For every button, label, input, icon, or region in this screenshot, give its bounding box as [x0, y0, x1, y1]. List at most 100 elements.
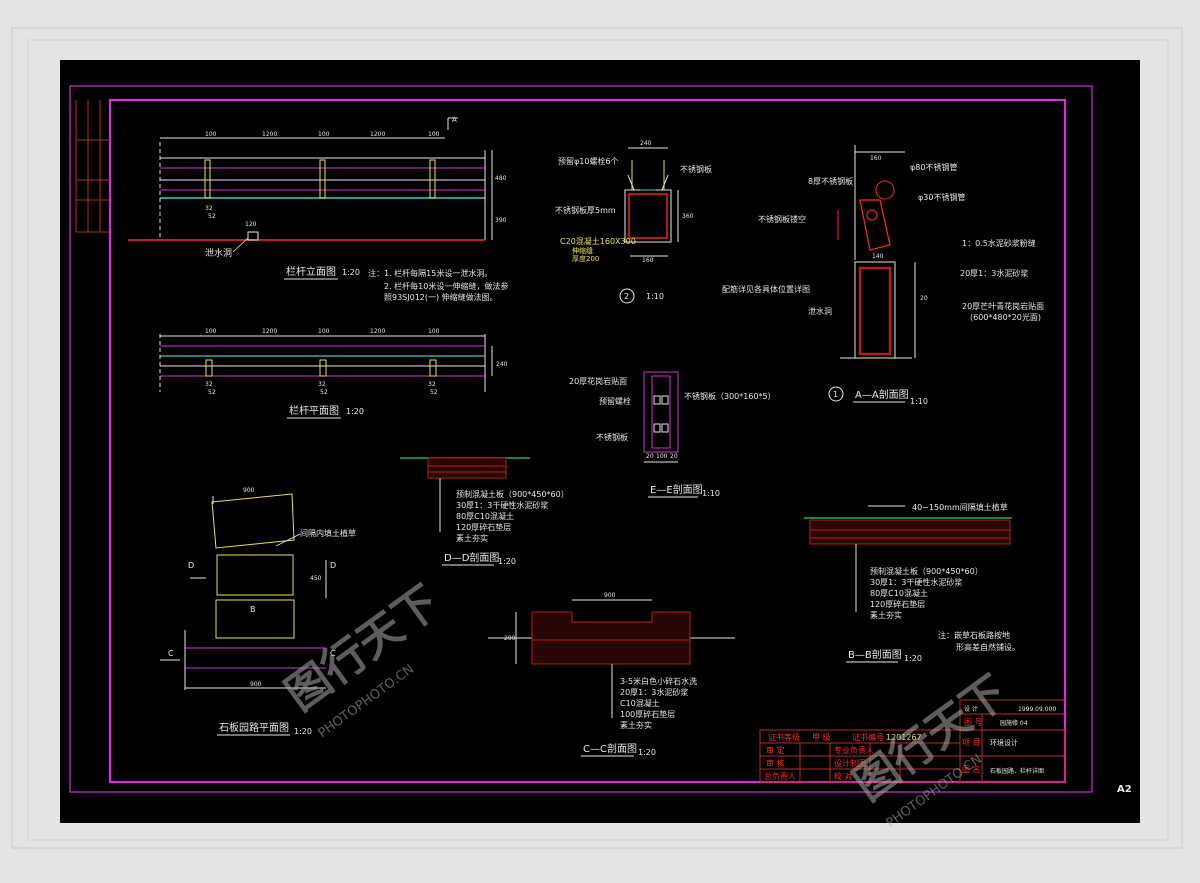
annotation: (600*480*20光面) [970, 312, 1041, 322]
annotation: 20厚花岗岩贴面 [569, 376, 627, 386]
annotation: 配筋详见各具体位置详图 [722, 284, 810, 294]
dim-text: 52 [208, 213, 216, 220]
dim-text: 32 [205, 381, 213, 388]
annotation: 不锈钢板厚5mm [555, 205, 616, 215]
dim-text: 1200 [262, 328, 277, 335]
section-dd [400, 457, 530, 532]
section-mark: C [168, 649, 174, 658]
tb-label: 图 名 [962, 764, 981, 774]
railing-plan-dims: 100 1200 100 1200 100 240 32 52 32 52 32… [205, 328, 508, 396]
annotation: 伸缩缝 [572, 246, 593, 255]
stone-path-plan [160, 493, 327, 690]
annotation: 预留φ10螺栓6个 [558, 156, 619, 166]
tb-value: 石板园路、栏杆详图 [990, 767, 1044, 775]
railing-plan [159, 334, 493, 392]
section-ee [643, 371, 679, 463]
dim-text: 900 [604, 592, 616, 599]
layer-label: 100厚碎石垫层 [620, 709, 675, 719]
section-aa-dims: 160 140 20 [870, 155, 928, 302]
dim-text: 1200 [262, 131, 277, 138]
dim-text: 480 [495, 175, 507, 182]
backdrop-frame-inner [27, 39, 1169, 841]
dim-text: 32 [205, 205, 213, 212]
tb-role: 设计制图 [834, 758, 866, 768]
dim-text: 52 [208, 389, 216, 396]
dim-text: 100 [205, 131, 217, 138]
section-mark: C [330, 649, 336, 658]
layer-label: 80厚C10混凝土 [456, 511, 514, 521]
title-block-text: 证书等级 甲 级 证书编号 1201267 审 定 专业负责人 审 核 设计制图… [764, 705, 1056, 781]
outer-frame [69, 85, 1093, 793]
view-title: B—B剖面图 [848, 648, 902, 661]
view-scale: 1:20 [294, 727, 312, 736]
callout-label: 泄水洞 [205, 247, 232, 259]
section-bb [804, 505, 1012, 612]
tb-role: 总负责人 [764, 771, 796, 781]
view-scale: 1:20 [498, 557, 516, 566]
dim-text: 100 [318, 328, 330, 335]
detail-2-dims: 240 160 360 [640, 140, 694, 264]
tb-label: 项 目 [962, 738, 981, 747]
dim-text: 100 [428, 131, 440, 138]
dim-text: 160 [870, 155, 882, 162]
detail-2 [619, 147, 679, 304]
annotation: 泄水洞 [808, 306, 832, 316]
title-block [759, 699, 1066, 783]
layer-label: 80厚C10混凝土 [870, 588, 928, 598]
annotation: 20厚1：3水泥砂浆 [960, 268, 1028, 278]
annotation: 8厚不锈钢板 [808, 176, 853, 186]
layer-label: 120厚碎石垫层 [456, 522, 511, 532]
dim-text: 120 [245, 221, 257, 228]
note-line: 形高差自然铺设。 [956, 642, 1020, 652]
dim-text: 360 [682, 213, 694, 220]
layer-label: 20厚1：3水泥砂浆 [620, 687, 688, 697]
annotation: 不锈钢板 [680, 164, 712, 174]
annotation: 40~150mm间隔填土植草 [912, 502, 1008, 512]
layer-label: 30厚1：3干硬性水泥砂浆 [870, 577, 962, 587]
annotation: 不锈钢板（300*160*5） [684, 391, 776, 401]
section-cc-layers: 3-5米白色小碎石水洗 20厚1：3水泥砂浆 C10混凝土 100厚碎石垫层 素… [620, 676, 697, 730]
note-line: 2. 栏杆每10米设一伸缩缝，做法参 [384, 281, 508, 291]
view-scale: 1:10 [910, 397, 928, 406]
dim-text: 390 [495, 217, 507, 224]
view-scale: 1:10 [702, 489, 720, 498]
callout-label: 间隔内填土植草 [300, 528, 356, 538]
railing-elevation [128, 117, 493, 241]
dim-text: 100 [205, 328, 217, 335]
dim-text: 900 [243, 487, 255, 494]
section-cc [488, 599, 735, 718]
view-title: C—C剖面图 [583, 742, 637, 755]
note-line: 注：嵌草石板路按地 [938, 630, 1010, 640]
tb-label: 证书等级 [768, 732, 800, 742]
tb-value: 甲 级 [812, 732, 831, 742]
section-mark: A [452, 116, 457, 124]
sheet-size: A2 [1117, 784, 1132, 795]
stone-path-marks: D D B C C [168, 561, 336, 658]
annotation: 不锈钢板 [596, 432, 628, 442]
note-line: 照93SJ012(一) 伸缩缝做法图。 [384, 292, 498, 302]
dim-text: 240 [496, 361, 508, 368]
inner-frame [108, 98, 1067, 784]
tb-role: 校 对 [834, 771, 853, 781]
view-title: 石板园路平面图 [219, 721, 289, 734]
stone-path-dims: 900 450 900 [243, 487, 322, 688]
view-title: 栏杆立面图 [286, 265, 336, 278]
view-title: E—E剖面图 [650, 483, 703, 496]
view-scale: 1:20 [904, 654, 922, 663]
annotation: 1：0.5水泥砂浆粉缝 [962, 238, 1036, 248]
drawing-sheet [60, 60, 1140, 823]
tb-value: 1201267 [886, 733, 922, 742]
annotation: 不锈钢板镂空 [758, 214, 806, 224]
dim-text: 100 [656, 453, 668, 460]
dim-text: 100 [428, 328, 440, 335]
annotation: 预留螺栓 [599, 396, 631, 406]
section-bb-layers: 预制混凝土板（900*450*60） 30厚1：3干硬性水泥砂浆 80厚C10混… [870, 566, 983, 620]
dim-text: 900 [250, 681, 262, 688]
tb-value: 环境设计 [990, 738, 1018, 747]
dim-text: 20 [670, 453, 678, 460]
tb-role: 审 定 [766, 745, 785, 755]
layer-label: 素土夯实 [456, 533, 488, 543]
tb-label: 设 计 [964, 705, 978, 713]
dim-text: 1200 [370, 328, 385, 335]
section-mark: D [330, 561, 336, 570]
